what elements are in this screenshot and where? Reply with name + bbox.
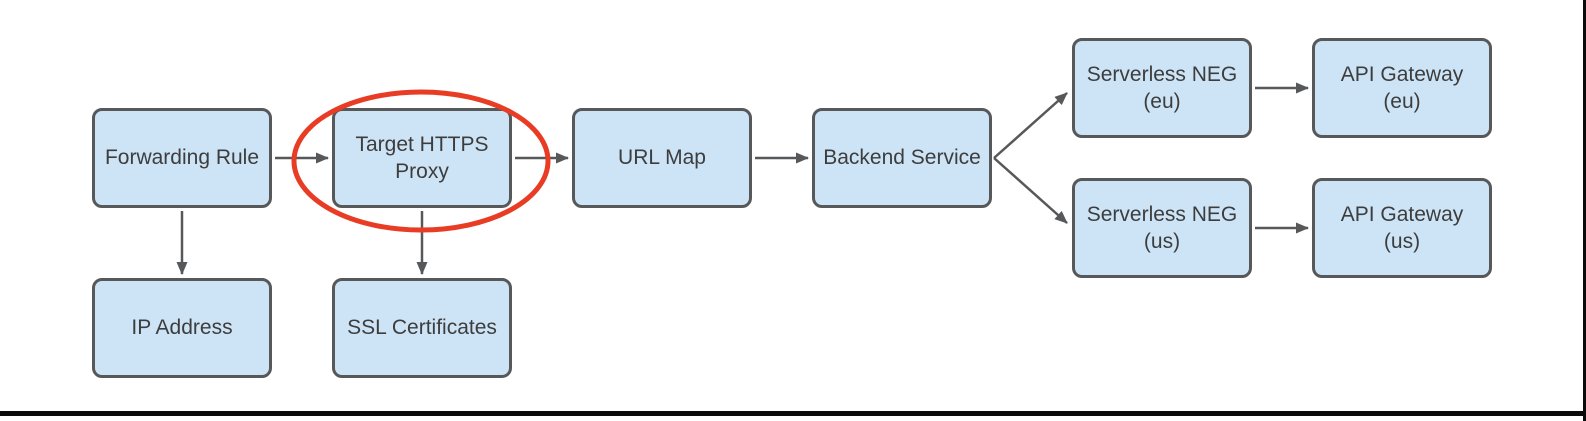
node-label: API Gateway [1340, 202, 1464, 226]
node-label: Proxy [395, 160, 449, 183]
arrow-backend-service-to-serverless-neg-eu [993, 92, 1068, 159]
node-label: Forwarding Rule [104, 146, 260, 170]
page-edge-bottom [0, 411, 1586, 416]
arrow-backend-service-to-serverless-neg-us [993, 157, 1068, 224]
page-edge-right [1583, 0, 1586, 421]
node-ssl-certificates: SSL Certificates [332, 278, 512, 378]
node-backend-service: Backend Service [812, 108, 992, 208]
node-ip-address: IP Address [92, 278, 272, 378]
node-label: (us) [1383, 230, 1421, 253]
node-api-gateway-eu: API Gateway (eu) [1312, 38, 1492, 138]
node-label: (eu) [1383, 90, 1421, 113]
node-serverless-neg-us: Serverless NEG (us) [1072, 178, 1252, 278]
node-url-map: URL Map [572, 108, 752, 208]
node-serverless-neg-eu: Serverless NEG (eu) [1072, 38, 1252, 138]
node-api-gateway-us: API Gateway (us) [1312, 178, 1492, 278]
node-target-https-proxy: Target HTTPS Proxy [332, 108, 512, 208]
node-forwarding-rule: Forwarding Rule [92, 108, 272, 208]
node-label: API Gateway [1340, 62, 1464, 86]
node-label: Serverless NEG [1086, 62, 1238, 86]
node-label: (eu) [1143, 90, 1181, 113]
node-label: Backend Service [823, 146, 981, 170]
node-label: Serverless NEG [1086, 202, 1238, 226]
node-label: SSL Certificates [347, 316, 497, 340]
node-label: IP Address [131, 316, 233, 340]
node-label: (us) [1143, 230, 1181, 253]
node-label: Target HTTPS [355, 132, 489, 156]
node-label: URL Map [618, 146, 706, 170]
